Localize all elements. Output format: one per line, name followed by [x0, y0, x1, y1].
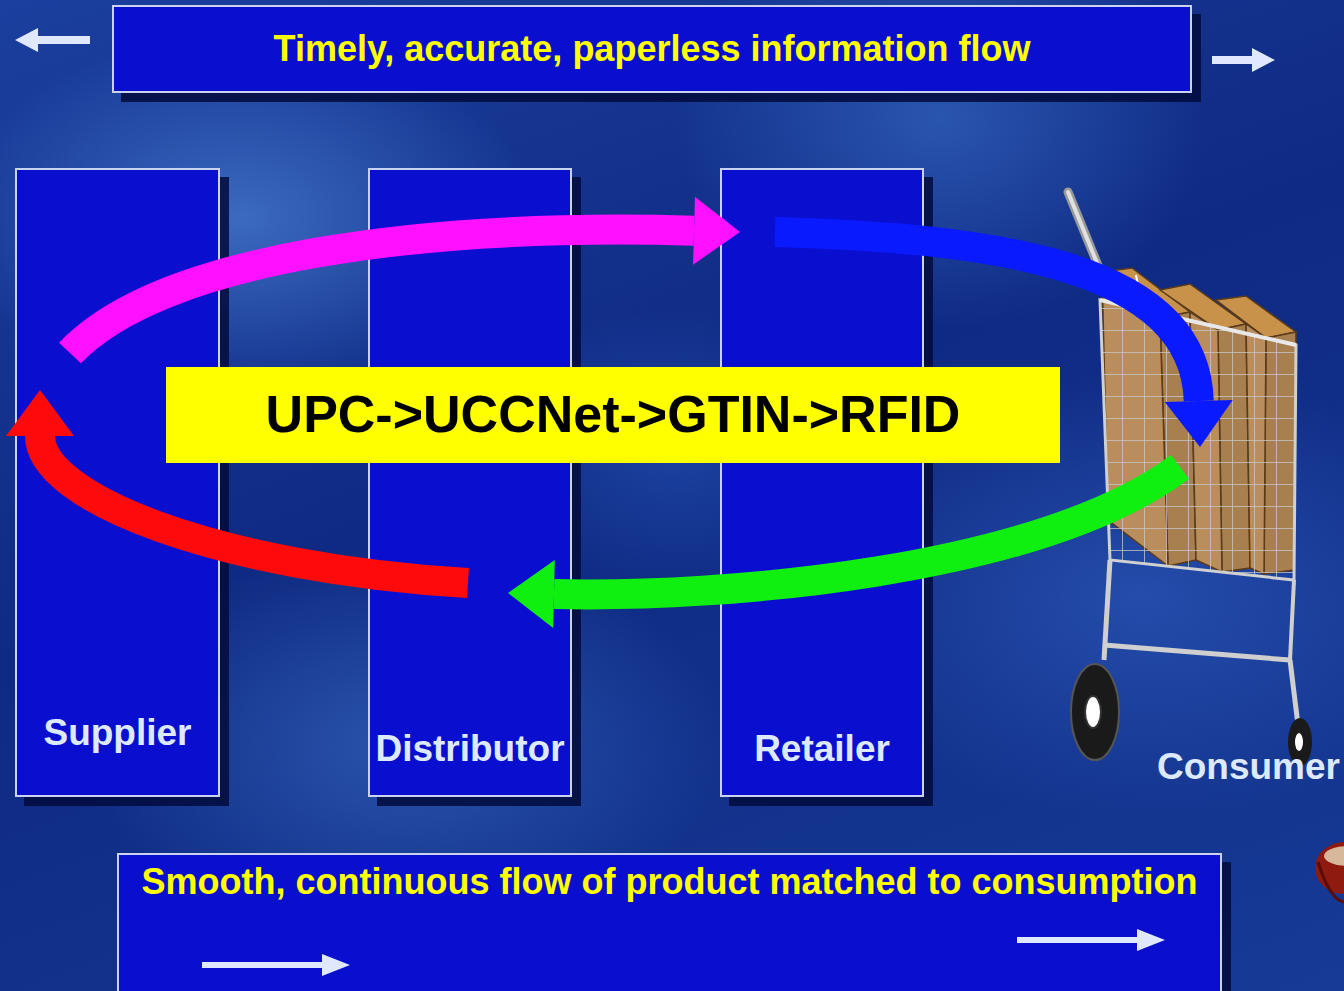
node-label: Smooth, continuous flow of product match… — [142, 859, 1198, 906]
arrow-body — [554, 467, 1180, 594]
arrow-head — [6, 390, 74, 436]
arrow-head — [1165, 400, 1233, 447]
technology-box: UPC->UCCNet->GTIN->RFID — [166, 367, 1060, 463]
node-label: Supplier — [43, 709, 191, 757]
consumer-node: Consumer — [1100, 262, 1340, 795]
node-label: Consumer — [1157, 743, 1340, 791]
arrow-head — [508, 560, 555, 628]
distributor-column: Distributor — [368, 168, 572, 797]
banner-box: Smooth, continuous flow of product match… — [117, 853, 1222, 991]
flow-arrow — [70, 197, 740, 353]
box-fill — [15, 168, 220, 797]
node-label: Distributor — [375, 725, 564, 773]
corner-logo — [1315, 842, 1344, 902]
flow-arrow — [508, 467, 1180, 628]
flow-arrow — [15, 28, 1275, 976]
box-fill — [368, 168, 572, 797]
node-label: Retailer — [754, 725, 890, 773]
arrow-body — [70, 230, 694, 353]
node-label: UPC->UCCNet->GTIN->RFID — [266, 381, 961, 449]
retailer-column: Retailer — [720, 168, 924, 797]
banner-box: Timely, accurate, paperless information … — [112, 5, 1192, 93]
node-label: Timely, accurate, paperless information … — [274, 26, 1031, 73]
supplier-column: Supplier — [15, 168, 220, 797]
arrow-head — [693, 197, 740, 265]
box-fill — [720, 168, 924, 797]
